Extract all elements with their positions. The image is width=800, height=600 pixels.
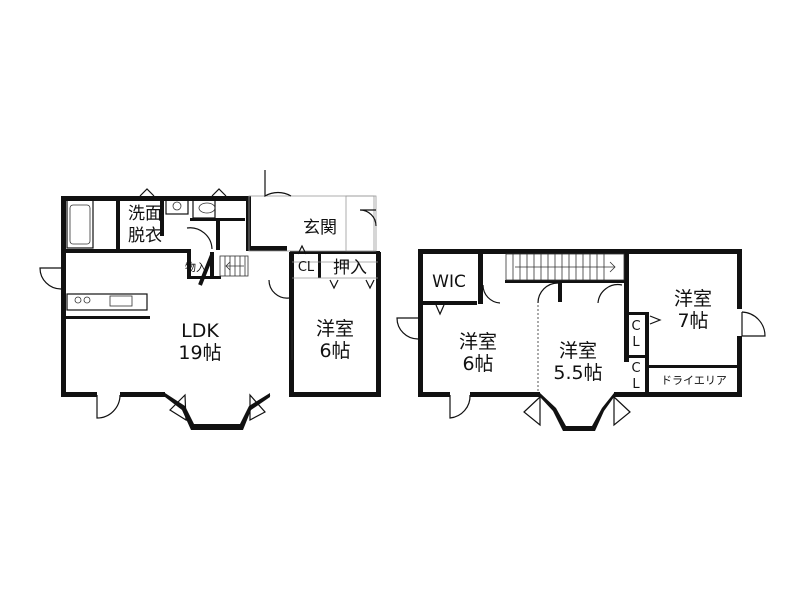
entrance-label: 玄関: [303, 218, 337, 238]
ldk-size: 19帖: [178, 342, 221, 364]
closet-label: CL: [298, 260, 315, 275]
washbasin: [165, 197, 189, 215]
bathtub: [66, 199, 94, 249]
room-a-size: 6帖: [462, 353, 493, 375]
dry-area-label: ドライエリア: [661, 374, 727, 387]
room-a-label: 洋室: [459, 331, 497, 353]
floor-2: [396, 249, 766, 431]
oshiire-label: 押入: [333, 258, 367, 278]
closet2-c: C: [631, 361, 640, 376]
floor2-walls: [418, 249, 742, 397]
room-c-size: 7帖: [677, 310, 708, 332]
stairs-2: [505, 253, 625, 281]
storage-label: 物入: [185, 260, 207, 274]
western-room-size: 6帖: [319, 340, 350, 362]
washroom-label-2: 脱衣: [128, 226, 162, 246]
western-room-label: 洋室: [316, 318, 354, 340]
floor2-doors: [396, 282, 766, 427]
stairs-1: [219, 255, 249, 277]
floor1-walls: [61, 196, 381, 397]
room-c-label: 洋室: [674, 288, 712, 310]
floor-1: [39, 170, 381, 430]
room-b-label: 洋室: [559, 340, 597, 362]
room-b-size: 5.5帖: [553, 362, 602, 384]
kitchen-counter: [66, 293, 148, 311]
closet1-c: C: [631, 319, 640, 334]
floor1-doors: [39, 170, 377, 422]
closet2-l: L: [632, 377, 640, 392]
closet1-l: L: [632, 335, 640, 350]
washroom-label-1: 洗面: [128, 204, 162, 224]
wic-label: WIC: [432, 272, 466, 292]
ldk-label: LDK: [181, 320, 219, 342]
